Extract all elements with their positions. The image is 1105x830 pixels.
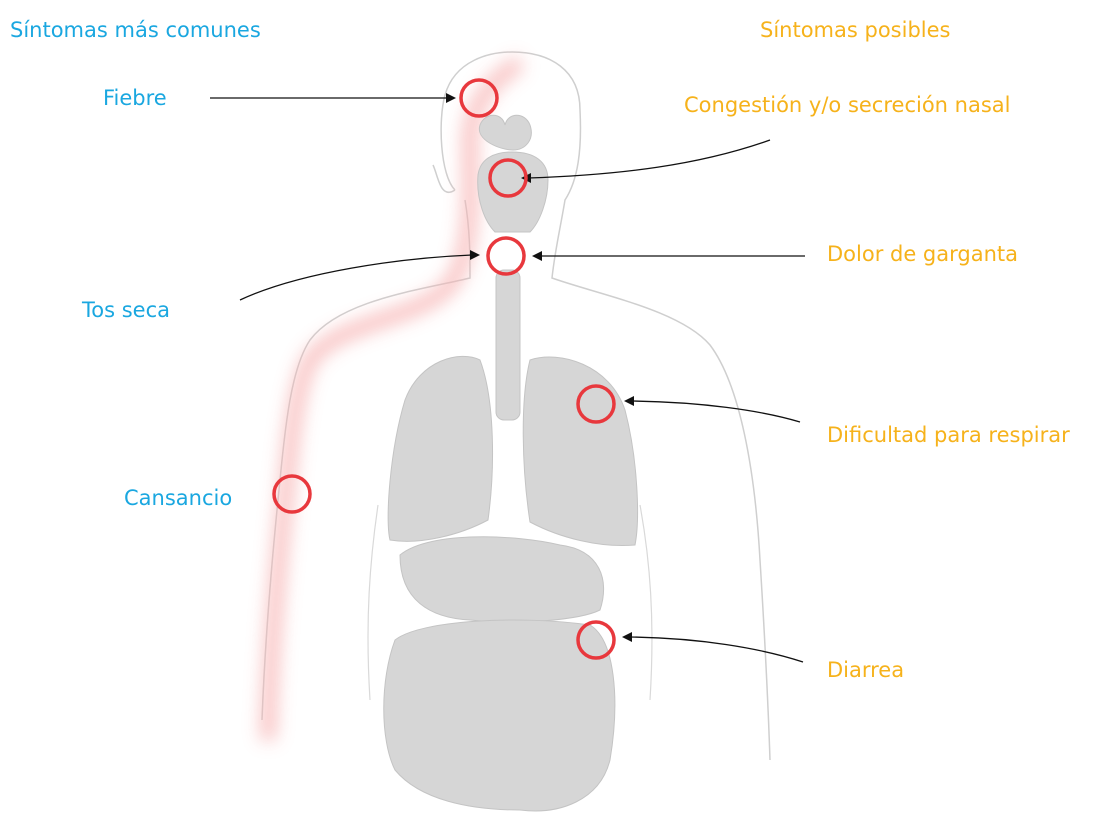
head-marker	[459, 78, 499, 118]
lungs-marker	[576, 384, 616, 424]
fever-arrowhead	[446, 93, 456, 103]
breathing-pointer	[631, 400, 801, 423]
organs	[383, 114, 639, 812]
nose-marker	[488, 158, 528, 198]
intestines	[383, 619, 616, 812]
nasal-pointer	[527, 139, 771, 179]
arrowheads	[446, 93, 634, 642]
pointer-lines	[210, 97, 805, 663]
trachea	[495, 269, 521, 421]
dry-cough-pointer	[239, 254, 473, 301]
liver-stomach	[399, 536, 605, 623]
sinus-shape	[478, 114, 532, 151]
symptom-nasal: Congestión y/o secreción nasal	[684, 93, 1011, 117]
symptom-fever: Fiebre	[103, 86, 167, 110]
symptom-dry-cough: Tos seca	[82, 298, 170, 322]
symptom-diarrhea: Diarrea	[827, 658, 905, 682]
breathing-arrowhead	[624, 396, 634, 406]
torso-outline	[367, 504, 653, 701]
arm-marker	[272, 474, 312, 514]
symptom-breathing: Dificultad para respirar	[827, 423, 1070, 447]
diarrhea-arrowhead	[622, 632, 632, 642]
possible-symptoms-header: Síntomas posibles	[760, 18, 951, 42]
symptom-tiredness: Cansancio	[124, 486, 233, 510]
dry-cough-arrowhead	[470, 250, 480, 260]
left-lung	[387, 355, 494, 542]
nasal-shape	[477, 151, 549, 233]
sore-throat-arrowhead	[532, 251, 542, 261]
diarrhea-pointer	[629, 636, 804, 663]
symptom-sore-throat: Dolor de garganta	[827, 242, 1019, 266]
right-lung	[522, 356, 639, 547]
common-symptoms-header: Síntomas más comunes	[10, 18, 261, 42]
throat-marker	[486, 236, 526, 276]
marker-rings	[272, 78, 616, 660]
tiredness-glow	[261, 56, 525, 741]
intestines-marker	[576, 620, 616, 660]
